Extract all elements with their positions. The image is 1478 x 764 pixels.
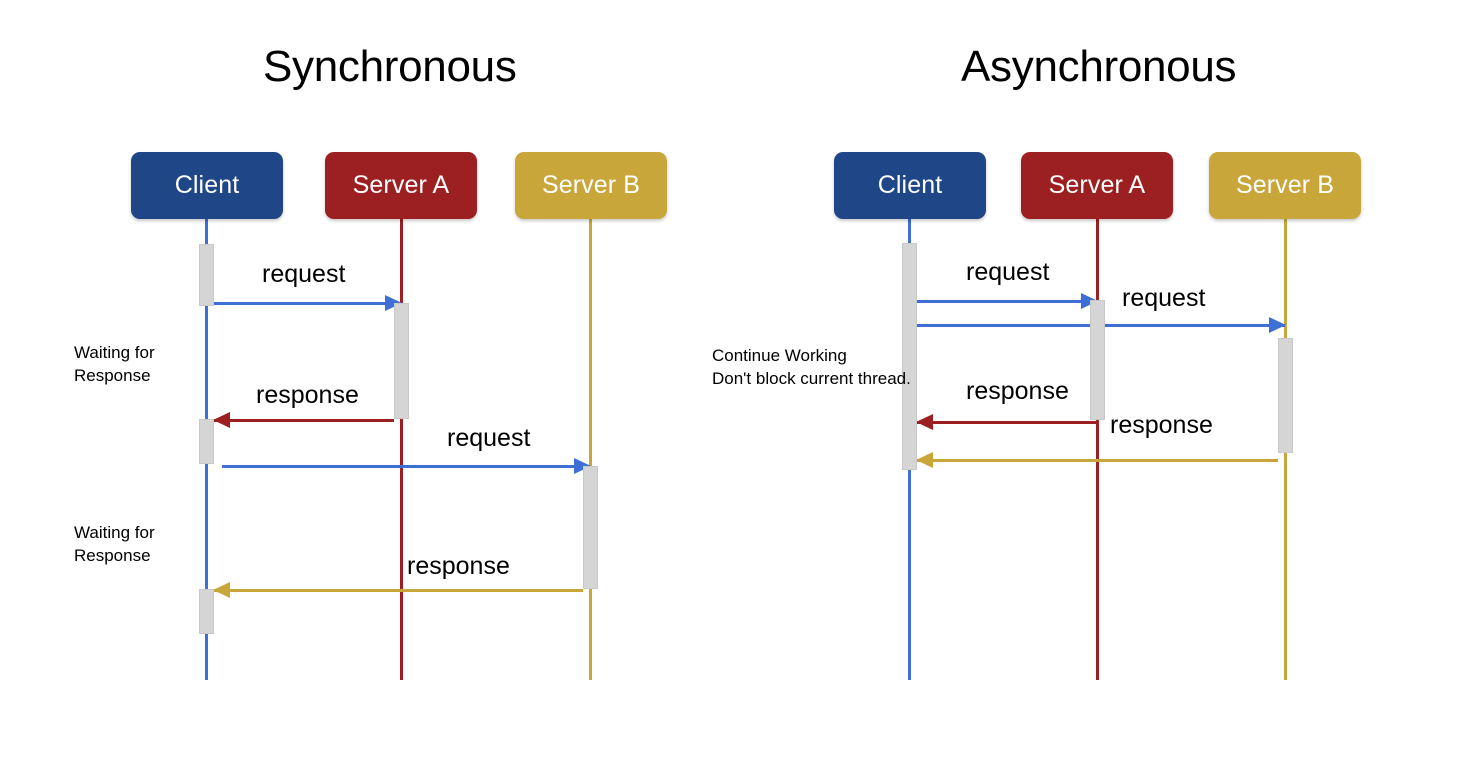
actor-box-asynchronous-server-a[interactable]: Server A (1021, 152, 1173, 219)
arrow-shaft (917, 300, 1097, 303)
message-label-asynchronous-3-response: response (1110, 411, 1213, 439)
arrow-head-icon (916, 452, 933, 468)
note-synchronous-0: Waiting for Response (74, 343, 155, 385)
message-label-synchronous-1-response: response (256, 381, 359, 409)
arrow-head-icon (1269, 317, 1286, 333)
actor-label: Client (174, 171, 240, 199)
message-arrow-synchronous-2-request (222, 458, 591, 474)
message-arrow-synchronous-3-response (213, 582, 583, 598)
arrow-shaft (214, 419, 394, 422)
message-arrow-asynchronous-2-response (916, 414, 1097, 430)
message-label-asynchronous-0-request: request (966, 258, 1050, 286)
activation-bar-synchronous-client-0 (199, 244, 214, 306)
panel-title-synchronous: Synchronous (263, 42, 517, 91)
activation-bar-asynchronous-client-0 (902, 243, 917, 470)
arrow-shaft (917, 421, 1097, 424)
lifeline-synchronous-server-a (400, 219, 403, 680)
actor-label: Server B (1235, 171, 1335, 199)
arrow-head-icon (213, 412, 230, 428)
activation-bar-synchronous-client-2 (199, 419, 214, 464)
message-arrow-asynchronous-3-response (916, 452, 1278, 468)
message-label-synchronous-0-request: request (262, 260, 346, 288)
arrow-shaft (222, 465, 590, 468)
note-asynchronous-0: Continue Working Don't block current thr… (712, 346, 911, 388)
message-arrow-synchronous-0-request (214, 295, 402, 311)
actor-box-asynchronous-client[interactable]: Client (834, 152, 986, 219)
message-label-synchronous-3-response: response (407, 552, 510, 580)
message-arrow-synchronous-1-response (213, 412, 394, 428)
activation-bar-asynchronous-server-a-1 (1090, 300, 1105, 420)
actor-label: Server A (352, 171, 450, 199)
activation-bar-synchronous-server-a-1 (394, 303, 409, 419)
note-synchronous-1: Waiting for Response (74, 523, 155, 565)
actor-box-synchronous-server-a[interactable]: Server A (325, 152, 477, 219)
arrow-shaft (917, 459, 1278, 462)
arrow-head-icon (916, 414, 933, 430)
activation-bar-synchronous-server-b-3 (583, 466, 598, 589)
actor-box-asynchronous-server-b[interactable]: Server B (1209, 152, 1361, 219)
activation-bar-synchronous-client-4 (199, 589, 214, 634)
actor-label: Server A (1048, 171, 1146, 199)
message-label-asynchronous-1-request: request (1122, 284, 1206, 312)
arrow-shaft (214, 302, 401, 305)
lifeline-synchronous-server-b (589, 219, 592, 680)
actor-box-synchronous-client[interactable]: Client (131, 152, 283, 219)
message-label-asynchronous-2-response: response (966, 377, 1069, 405)
lifeline-asynchronous-server-a (1096, 219, 1099, 680)
message-arrow-asynchronous-0-request (917, 293, 1098, 309)
activation-bar-asynchronous-server-b-2 (1278, 338, 1293, 453)
actor-box-synchronous-server-b[interactable]: Server B (515, 152, 667, 219)
actor-label: Server B (541, 171, 641, 199)
message-label-synchronous-2-request: request (447, 424, 531, 452)
panel-title-asynchronous: Asynchronous (961, 42, 1237, 91)
arrow-head-icon (213, 582, 230, 598)
actor-label: Client (877, 171, 943, 199)
arrow-shaft (214, 589, 583, 592)
